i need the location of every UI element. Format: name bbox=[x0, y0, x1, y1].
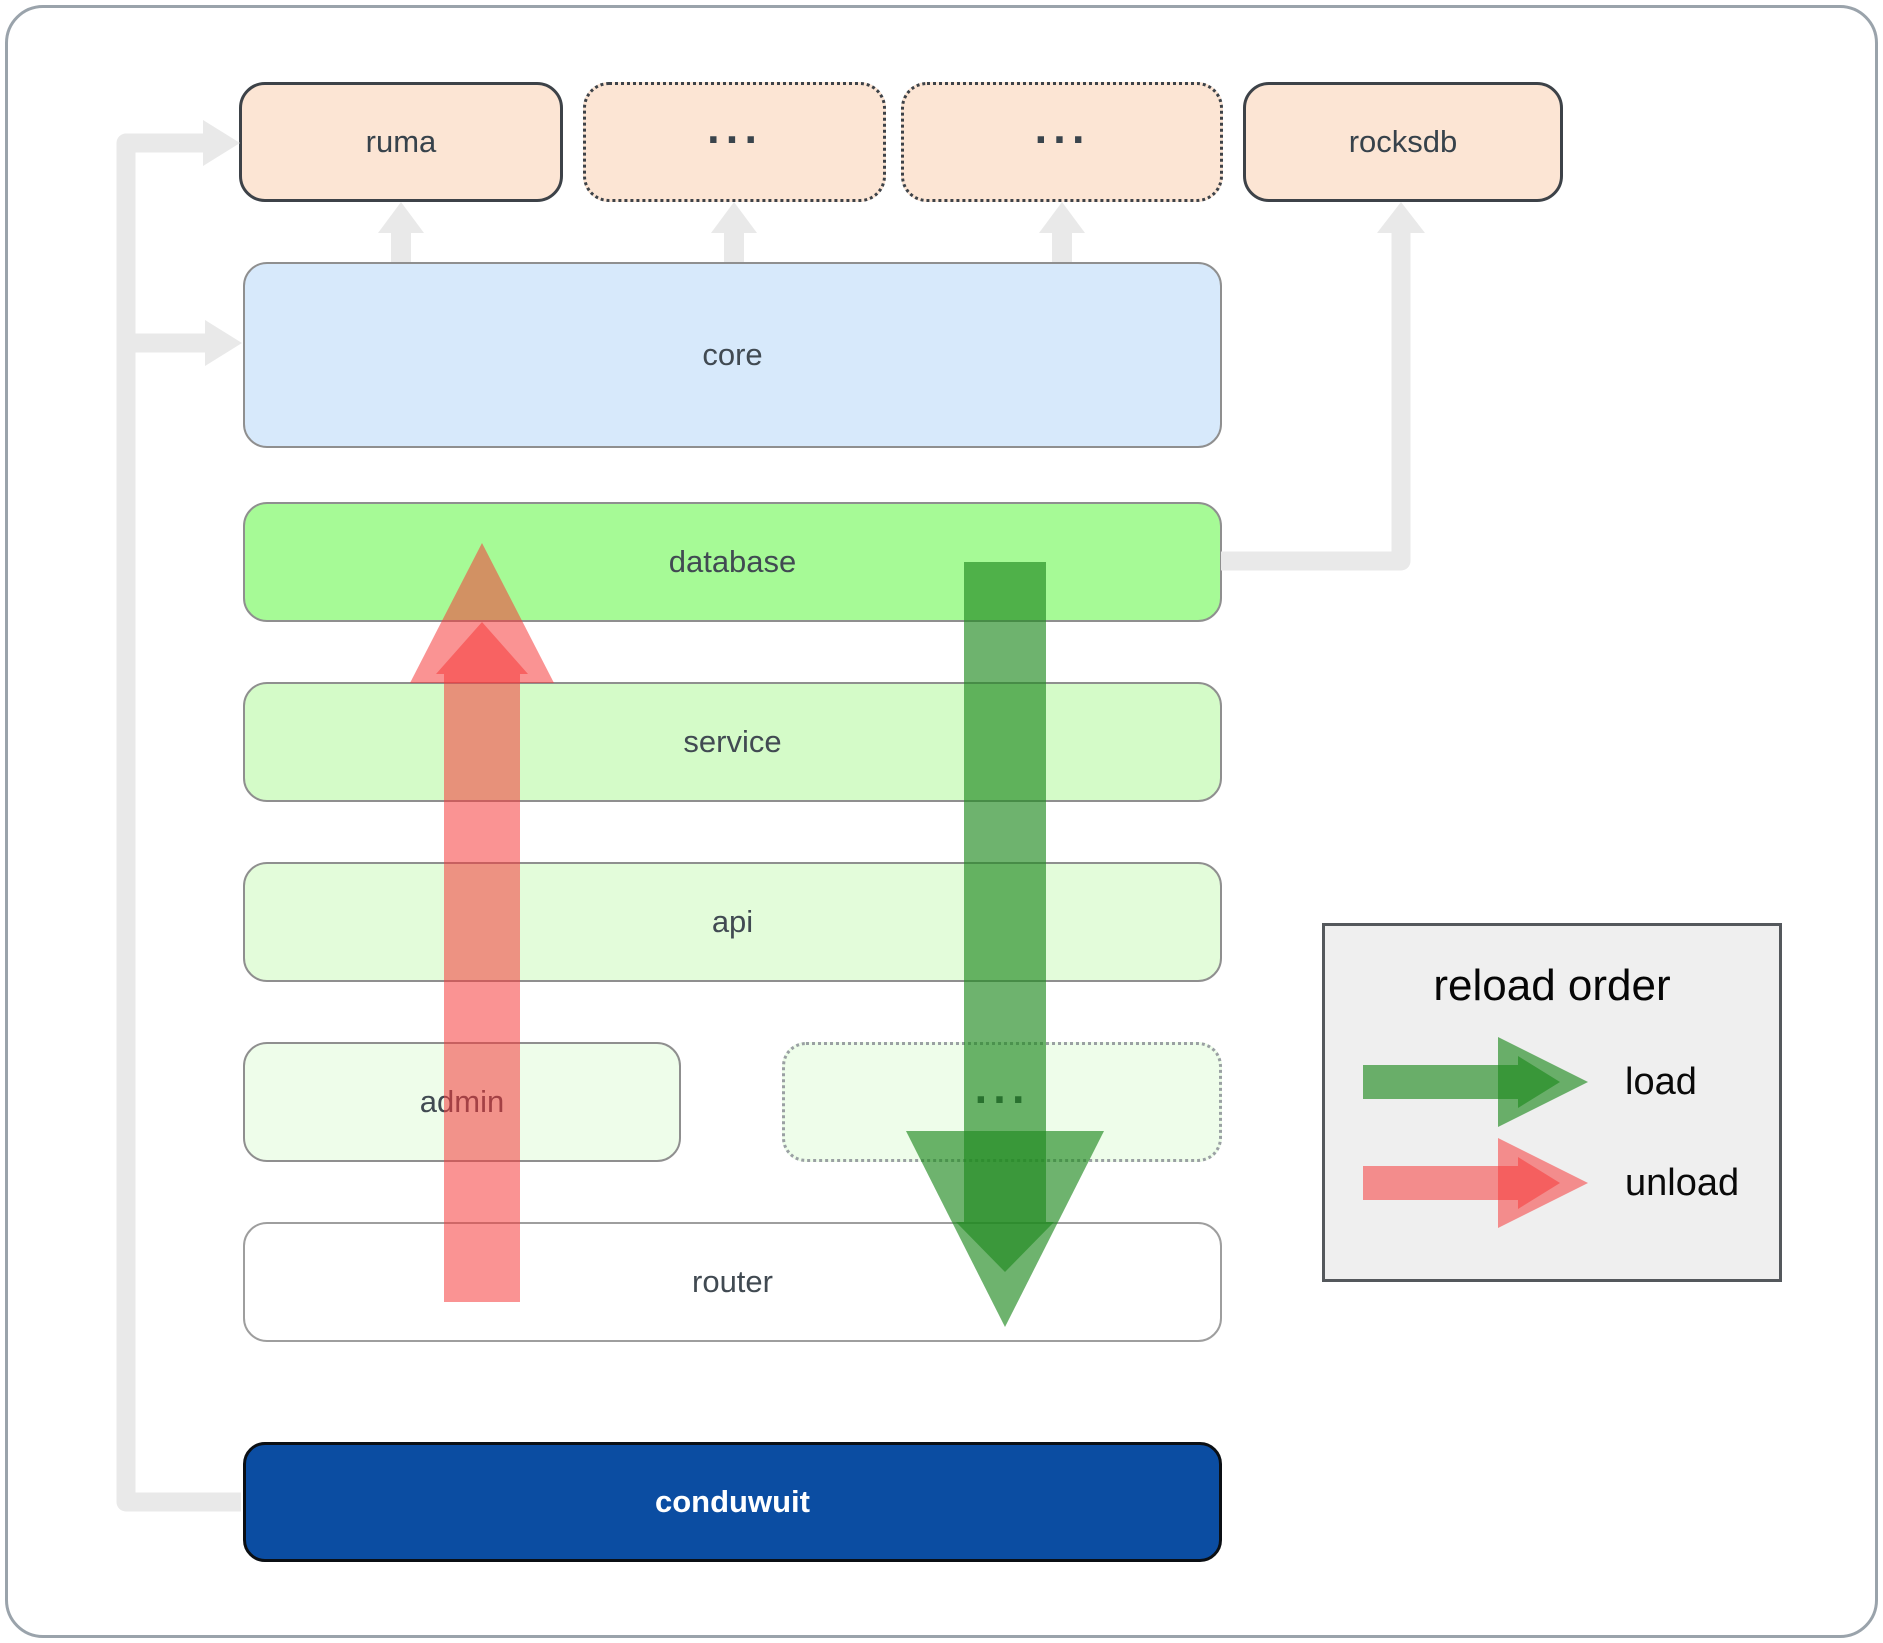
node-admin: admin bbox=[243, 1042, 681, 1162]
node-service-label: service bbox=[683, 724, 782, 759]
node-core-label: core bbox=[702, 337, 763, 372]
node-service: service bbox=[243, 682, 1222, 802]
node-router: router bbox=[243, 1222, 1222, 1342]
node-database: database bbox=[243, 502, 1222, 622]
node-rocksdb-label: rocksdb bbox=[1348, 124, 1458, 159]
legend-unload-label: unload bbox=[1625, 1161, 1740, 1204]
node-rocksdb: rocksdb bbox=[1243, 82, 1563, 202]
node-top-ellipsis-1-label: ... bbox=[706, 110, 763, 152]
node-admin-label: admin bbox=[419, 1084, 505, 1119]
node-conduwuit: conduwuit bbox=[243, 1442, 1222, 1562]
node-database-label: database bbox=[668, 544, 797, 579]
node-ruma: ruma bbox=[239, 82, 563, 202]
outer-frame bbox=[5, 5, 1878, 1638]
node-top-ellipsis-2: ... bbox=[901, 82, 1223, 202]
node-core: core bbox=[243, 262, 1222, 448]
node-admin-ellipsis: ... bbox=[782, 1042, 1222, 1162]
legend-load-label: load bbox=[1625, 1060, 1697, 1103]
node-api: api bbox=[243, 862, 1222, 982]
node-conduwuit-label: conduwuit bbox=[655, 1484, 810, 1519]
node-top-ellipsis-1: ... bbox=[583, 82, 886, 202]
node-admin-ellipsis-label: ... bbox=[973, 1070, 1031, 1112]
node-top-ellipsis-2-label: ... bbox=[1033, 110, 1091, 152]
node-api-label: api bbox=[711, 904, 754, 939]
legend-title: reload order bbox=[1433, 961, 1671, 1010]
node-ruma-label: ruma bbox=[365, 124, 437, 159]
node-router-label: router bbox=[692, 1264, 773, 1299]
